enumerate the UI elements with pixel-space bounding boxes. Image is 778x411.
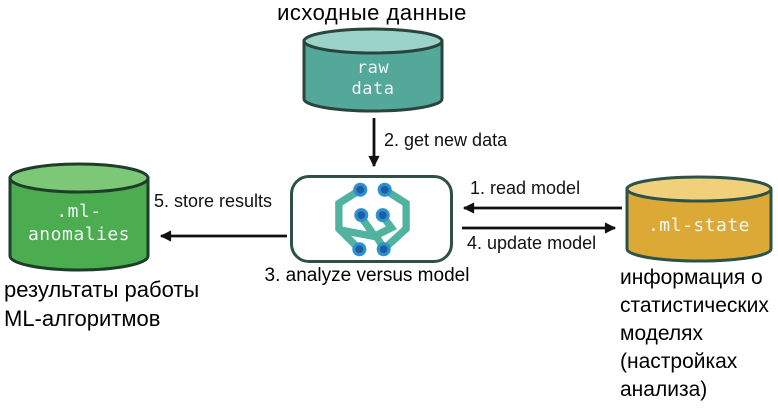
ml-state-caption-line5: анализа) (620, 378, 708, 401)
arrow-label-update-model: 4. update model (467, 233, 597, 253)
arrow-label-read-model: 1. read model (470, 178, 581, 198)
raw-data-store-label: raw data (302, 49, 444, 109)
database-cylinder-icon (8, 162, 150, 272)
ml-state-store: .ml-state (625, 175, 773, 263)
network-node-dots (352, 182, 392, 257)
ml-anomalies-caption-line1: результаты работы (4, 277, 200, 302)
ml-anomalies-store: .ml- anomalies (8, 162, 150, 272)
arrow-label-get-new-data: 2. get new data (384, 130, 508, 150)
ml-state-caption-line1: информация о (620, 266, 763, 289)
ml-anomalies-store-label-line2: anomalies (27, 224, 131, 245)
database-cylinder-icon (302, 27, 444, 113)
ml-state-caption-line4: (настройках (620, 350, 738, 373)
analyze-process-caption: 3. analyze versus model (264, 265, 470, 286)
analyze-process-box (290, 175, 453, 263)
ml-anomalies-store-label: .ml- anomalies (8, 184, 150, 262)
ml-state-store-label-text: .ml-state (647, 214, 751, 236)
ml-state-store-label: .ml-state (625, 193, 773, 257)
raw-data-store-label-line1: raw (356, 58, 390, 78)
ml-anomalies-caption-line2: ML-алгоритмов (4, 306, 161, 331)
machine-learning-icon (335, 182, 410, 257)
ml-anomalies-caption: результаты работы ML-алгоритмов (4, 275, 199, 333)
raw-data-store-label-line2: data (351, 79, 395, 99)
diagram-title: исходные данные (277, 0, 467, 25)
ml-anomalies-store-label-line1: .ml- (56, 201, 102, 222)
ml-state-caption: информация о статистических моделях (нас… (620, 264, 769, 404)
database-cylinder-icon (625, 175, 773, 263)
raw-data-store: raw data (302, 27, 444, 113)
ml-state-caption-line3: моделях (620, 322, 704, 345)
ml-state-caption-line2: статистических (620, 294, 769, 317)
arrow-label-store-results: 5. store results (154, 191, 273, 211)
